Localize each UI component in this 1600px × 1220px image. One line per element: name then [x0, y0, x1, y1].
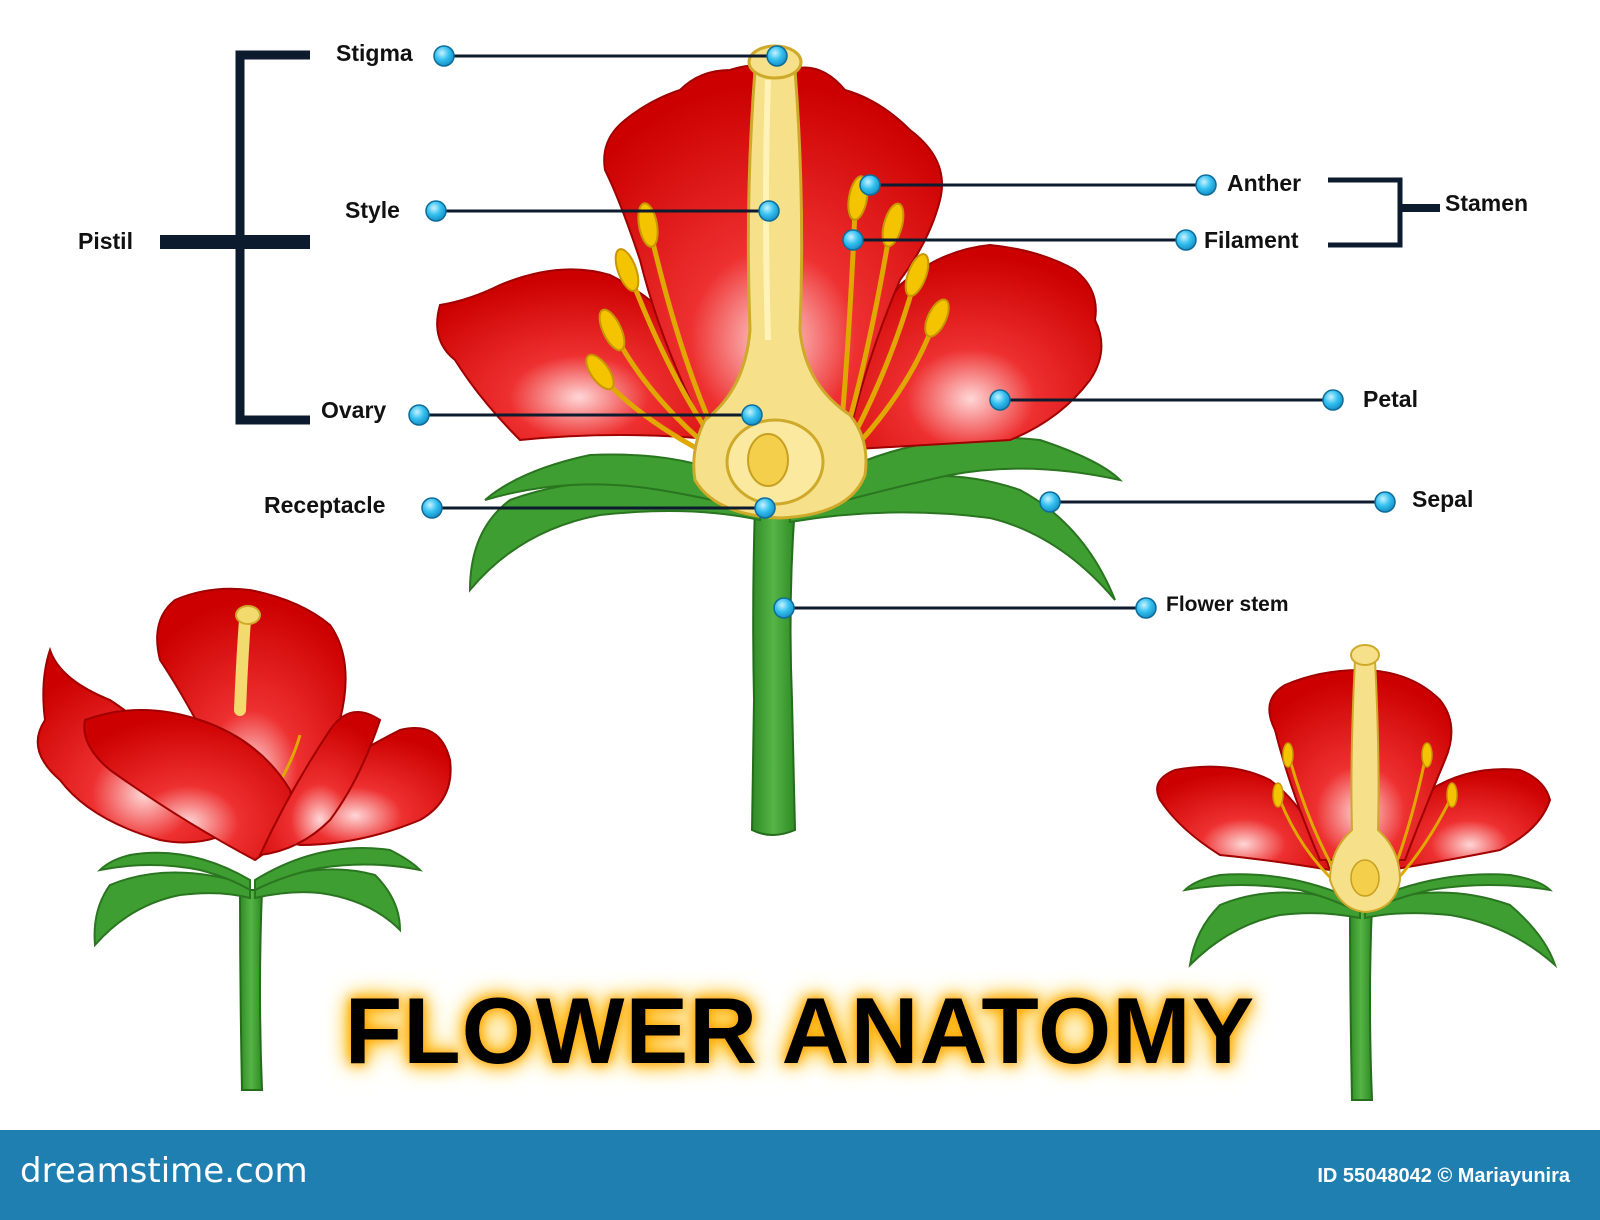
ovary-label-marker: [408, 404, 430, 426]
pistil-bracket: [160, 50, 310, 425]
sepal-point-marker: [1039, 491, 1061, 513]
sepal-label-marker: [1374, 491, 1396, 513]
filament-label-marker: [1175, 229, 1197, 251]
watermark-footer: dreamstime.com ID 55048042 © Mariayunira: [0, 1130, 1600, 1220]
stamen-bracket: [1328, 177, 1440, 248]
label-filament: Filament: [1204, 227, 1299, 253]
receptacle-label-marker: [421, 497, 443, 519]
filament-point-marker: [842, 229, 864, 251]
label-flower-stem: Flower stem: [1166, 593, 1289, 616]
label-anther: Anther: [1227, 170, 1302, 196]
petal-point-marker: [989, 389, 1011, 411]
main-flower: [436, 44, 1124, 836]
closed-flower-illustration: [36, 587, 452, 1091]
label-receptacle: Receptacle: [264, 492, 386, 518]
label-stigma: Stigma: [336, 40, 413, 66]
ovule: [747, 433, 789, 487]
marker-dots: [408, 45, 1396, 619]
diagram-title: FLOWER ANATOMY: [344, 978, 1256, 1083]
stigma-label-marker: [433, 45, 455, 67]
leader-lines: [419, 54, 1385, 610]
cross-section-flower-illustration: [1156, 644, 1558, 1101]
label-style: Style: [345, 197, 400, 223]
style-point-marker: [758, 200, 780, 222]
ovary-point-marker: [741, 404, 763, 426]
receptacle-point-marker: [754, 497, 776, 519]
flower-anatomy-diagram: [36, 44, 1558, 1101]
flower-stem: [750, 504, 797, 836]
label-pistil: Pistil: [78, 228, 133, 254]
footer-brand: dreamstime.com: [20, 1151, 308, 1191]
label-sepal: Sepal: [1412, 486, 1474, 512]
style-label-marker: [425, 200, 447, 222]
label-stamen: Stamen: [1445, 190, 1529, 216]
anther-point-marker: [859, 174, 881, 196]
footer-credit: ID 55048042 © Mariayunira: [1317, 1165, 1570, 1187]
label-petal: Petal: [1363, 386, 1418, 412]
petal-label-marker: [1322, 389, 1344, 411]
flower-stem-label-marker: [1135, 597, 1157, 619]
anther-label-marker: [1195, 174, 1217, 196]
flower-stem-point-marker: [773, 597, 795, 619]
stigma-point-marker: [766, 45, 788, 67]
label-ovary: Ovary: [321, 397, 387, 423]
style: [692, 68, 868, 520]
